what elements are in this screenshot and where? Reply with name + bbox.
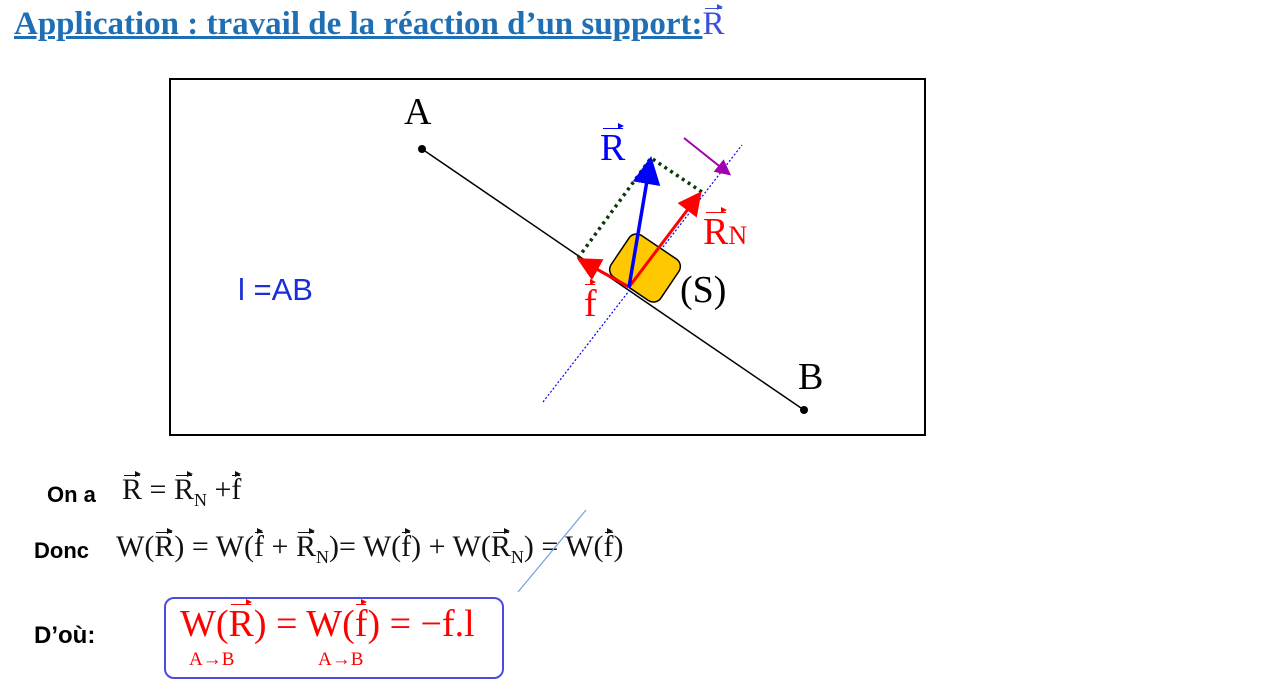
equation-2: W(R) = W(f + RN)= W(f) + W(RN) = W(f) (116, 527, 624, 567)
title-vector-r: R (702, 3, 725, 42)
rn-sub: N (728, 221, 748, 250)
label-solid: (S) (680, 269, 727, 311)
subscript-a-to-b-2: A→B (318, 649, 364, 670)
vector-rn-arrow (627, 191, 702, 288)
length-definition: l =AB (238, 272, 313, 307)
label-point-a: A (404, 91, 432, 133)
label-vector-f: f (584, 279, 597, 325)
vector-f-arrow (576, 258, 630, 289)
diagram-frame (169, 78, 926, 436)
label-vector-rn: RN (703, 207, 748, 254)
page-title: Application : travail de la réaction d’u… (14, 3, 725, 42)
label-point-b: B (798, 356, 824, 398)
rn-letter: R (703, 207, 729, 253)
label-vector-r: R (600, 123, 626, 169)
point-b-dot (800, 406, 808, 414)
result-equation: W(R) = W(f) = −f.l (180, 599, 475, 645)
dou-label: D’où: (34, 622, 96, 649)
donc-label: Donc (34, 538, 89, 563)
point-a-dot (418, 145, 426, 153)
subscript-a-to-b-1: A→B (189, 649, 235, 670)
on-a-label: On a (47, 482, 96, 507)
direction-arrow (683, 137, 732, 176)
equation-1: R = RN +f (122, 470, 242, 510)
vector-r-arrow (627, 156, 661, 288)
result-box (164, 597, 504, 679)
